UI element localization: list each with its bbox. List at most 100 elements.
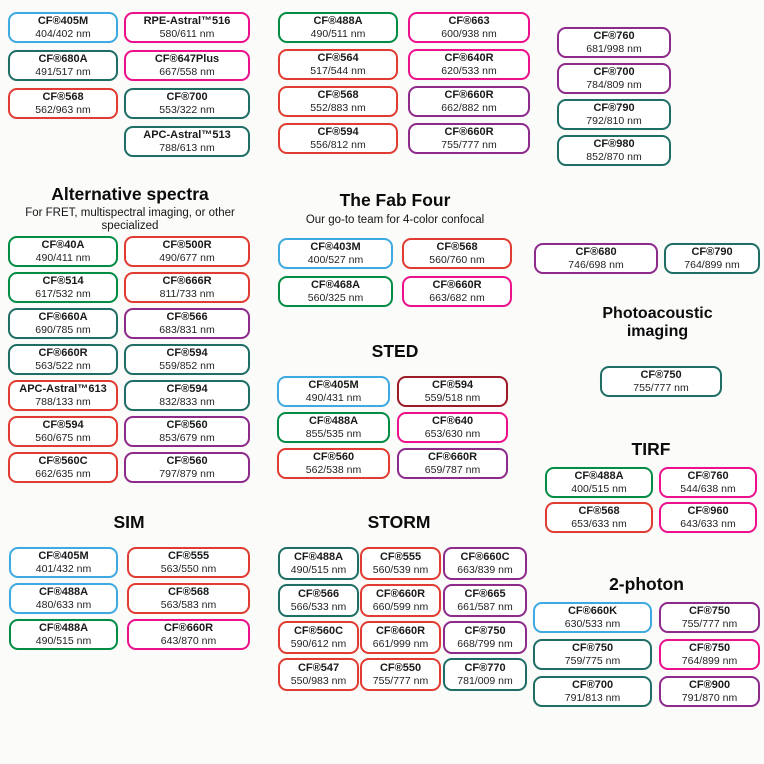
dye-name: CF®980 [593, 138, 635, 150]
dye-name: CF®488A [38, 622, 89, 634]
dye-name: CF®760 [687, 470, 729, 482]
section-title-storm: STORM [367, 512, 431, 532]
dye-wavelengths: 755/777 nm [441, 139, 497, 151]
dye-wavelengths: 661/587 nm [457, 601, 513, 613]
dye-name: CF®500R [162, 239, 212, 251]
dye-wavelengths: 784/809 nm [586, 79, 642, 91]
dye-wavelengths: 404/402 nm [35, 28, 91, 40]
dye-name: CF®663 [448, 15, 490, 27]
dye-name: CF®660R [375, 625, 426, 637]
dye-wavelengths: 400/527 nm [307, 254, 364, 266]
dye-name: CF®960 [687, 505, 729, 517]
dye-name: APC-Astral™613 [19, 383, 107, 395]
dye-wavelengths: 617/532 nm [35, 288, 91, 300]
section-title-sted: STED [371, 341, 419, 361]
dye-name: CF®660R [444, 126, 494, 138]
dye-name: CF®468A [310, 279, 361, 291]
dye-wavelengths: 659/787 nm [424, 464, 481, 476]
dye-name: CF®790 [593, 102, 635, 114]
dye-wavelengths: 764/899 nm [681, 655, 738, 667]
dye-wavelengths: 832/833 nm [159, 396, 215, 408]
dye-wavelengths: 764/899 nm [684, 259, 740, 271]
dye-wavelengths: 683/831 nm [159, 324, 215, 336]
dye-wavelengths: 792/810 nm [586, 115, 642, 127]
dye-name: CF®566 [166, 311, 208, 323]
dye-name: CF®900 [688, 679, 731, 691]
dye-name: CF®680 [575, 246, 617, 258]
dye-name: CF®568 [42, 91, 84, 103]
dye-wavelengths: 491/517 nm [35, 66, 91, 78]
dye-wavelengths: 662/882 nm [441, 102, 497, 114]
dye-wavelengths: 653/633 nm [571, 518, 627, 530]
dye-wavelengths: 600/938 nm [441, 28, 497, 40]
dye-name: CF®700 [166, 91, 208, 103]
dye-name: CF®750 [571, 642, 614, 654]
dye-name: CF®550 [379, 662, 422, 674]
dye-wavelengths: 690/785 nm [35, 324, 91, 336]
dye-name: CF®547 [297, 662, 340, 674]
dye-name: CF®488A [38, 586, 89, 598]
dye-wavelengths: 661/999 nm [372, 638, 429, 650]
section-subtitle-fab-four: Our go-to team for 4-color confocal [305, 214, 485, 226]
dye-name: CF®790 [691, 246, 733, 258]
dye-name: CF®594 [317, 126, 359, 138]
dye-name: CF®40A [41, 239, 85, 251]
dye-wavelengths: 480/633 nm [35, 599, 92, 611]
section-title-tirf: TIRF [631, 439, 671, 459]
dye-name: CF®566 [297, 588, 340, 600]
dye-wavelengths: 562/963 nm [35, 104, 91, 116]
dye-wavelengths: 490/411 nm [35, 252, 91, 264]
dye-wavelengths: 560/325 nm [307, 292, 364, 304]
dye-name: CF®488A [313, 15, 363, 27]
dye-wavelengths: 791/870 nm [681, 692, 738, 704]
dye-wavelengths: 490/677 nm [159, 252, 215, 264]
dye-wavelengths: 755/777 nm [681, 618, 738, 630]
dye-name: CF®560 [166, 455, 208, 467]
dye-name: CF®594 [166, 383, 208, 395]
dye-name: CF®660R [38, 347, 88, 359]
dye-name: CF®750 [688, 642, 731, 654]
dye-name: CF®405M [37, 15, 89, 27]
dye-name: CF®560 [166, 419, 208, 431]
